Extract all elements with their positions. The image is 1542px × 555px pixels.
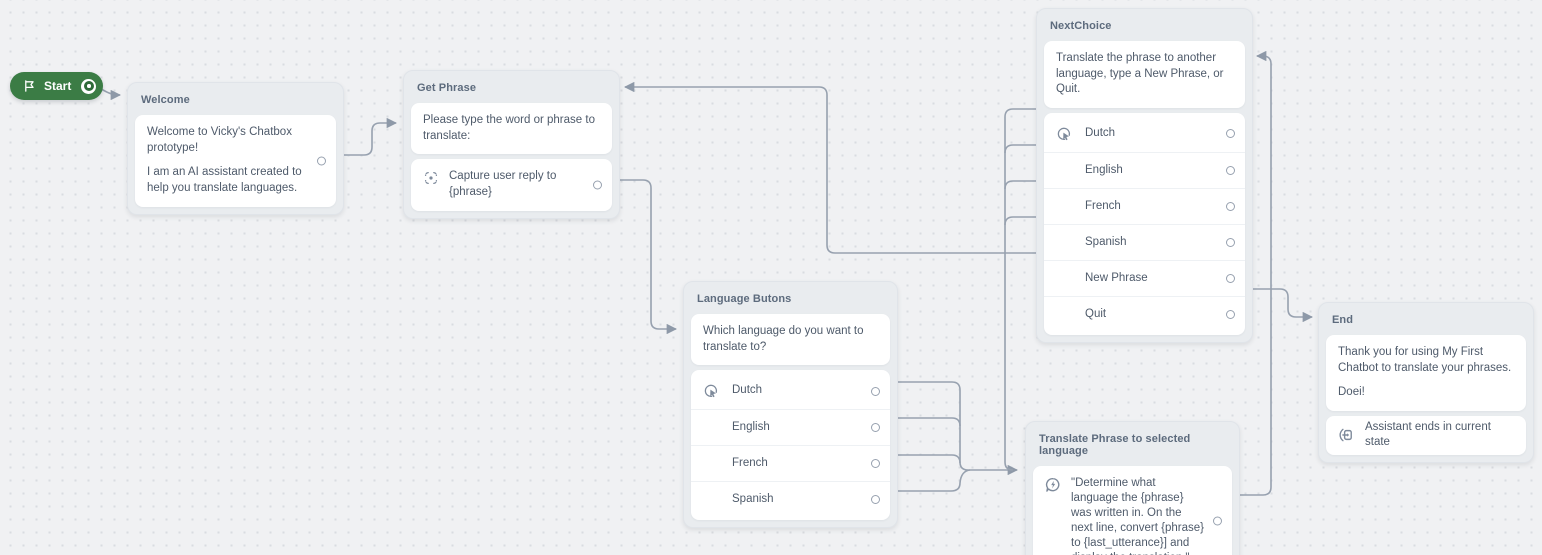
end-message-card[interactable]: Thank you for using My First Chatbot to … xyxy=(1326,335,1526,411)
welcome-message-card[interactable]: Welcome to Vicky's Chatbox prototype! I … xyxy=(135,115,336,207)
connector-nextchoice-english-merge[interactable] xyxy=(1004,144,1036,154)
port-dutch[interactable] xyxy=(871,386,880,396)
button-row-quit[interactable]: Quit xyxy=(1044,295,1245,332)
buttons-card: Dutch English French Spanish xyxy=(691,370,890,521)
button-label: Spanish xyxy=(732,492,774,505)
message-text: Translate the phrase to another language… xyxy=(1056,52,1224,96)
message-text: I am an AI assistant created to help you… xyxy=(147,166,302,194)
button-click-icon xyxy=(1057,127,1071,141)
ai-prompt-bubble-icon xyxy=(1045,478,1060,492)
button-row-dutch[interactable]: Dutch xyxy=(691,373,890,409)
node-end[interactable]: End Thank you for using My First Chatbot… xyxy=(1318,302,1534,463)
button-label: Dutch xyxy=(1085,127,1116,140)
end-state-label: Assistant ends in current state xyxy=(1365,420,1491,449)
button-label: English xyxy=(732,420,770,433)
port-dutch[interactable] xyxy=(1226,129,1235,139)
node-title: End xyxy=(1332,314,1354,326)
message-text: Welcome to Vicky's Chatbox prototype! xyxy=(147,126,292,154)
translate-output-port[interactable] xyxy=(1213,516,1222,526)
message-text: Which language do you want to translate … xyxy=(703,325,864,353)
start-label: Start xyxy=(44,79,72,93)
button-row-english[interactable]: English xyxy=(691,409,890,445)
button-label: New Phrase xyxy=(1085,271,1148,284)
port-spanish[interactable] xyxy=(1226,237,1235,247)
capture-target-icon xyxy=(424,172,438,185)
connector-nextchoice-dutch-loop[interactable] xyxy=(1004,108,1036,471)
connector-language-dutch-to-translate[interactable] xyxy=(881,381,1019,476)
port-quit[interactable] xyxy=(1226,309,1235,319)
start-node[interactable]: Start xyxy=(10,72,104,100)
button-row-dutch[interactable]: Dutch xyxy=(1044,116,1245,152)
port-french[interactable] xyxy=(1226,201,1235,211)
start-output-port[interactable] xyxy=(81,78,97,94)
node-title: Welcome xyxy=(141,94,190,106)
button-row-english[interactable]: English xyxy=(1044,151,1245,188)
node-title: NextChoice xyxy=(1050,20,1112,32)
button-label: French xyxy=(732,456,768,469)
capture-text: Capture user reply to {phrase} xyxy=(449,170,557,198)
connector-nextchoice-spanish-merge[interactable] xyxy=(1004,216,1036,226)
button-label: Dutch xyxy=(732,384,763,397)
node-language-butons[interactable]: Language Butons Which language do you wa… xyxy=(683,281,898,529)
port-spanish[interactable] xyxy=(871,495,880,505)
button-row-french[interactable]: French xyxy=(691,445,890,481)
button-row-new-phrase[interactable]: New Phrase xyxy=(1044,259,1245,296)
ai-prompt-card[interactable]: "Determine what language the {phrase} wa… xyxy=(1033,466,1232,555)
node-get-phrase[interactable]: Get Phrase Please type the word or phras… xyxy=(403,70,620,219)
ai-prompt-text: "Determine what language the {phrase} wa… xyxy=(1071,477,1204,555)
node-title: Language Butons xyxy=(697,293,792,305)
node-title: Translate Phrase to selected language xyxy=(1039,433,1191,457)
node-title: Get Phrase xyxy=(417,82,477,94)
buttons-card: Dutch English French Spanish New Phrase xyxy=(1044,112,1245,335)
message-text: Thank you for using My First Chatbot to … xyxy=(1338,346,1512,374)
node-welcome[interactable]: Welcome Welcome to Vicky's Chatbox proto… xyxy=(127,82,344,215)
capture-card[interactable]: Capture user reply to {phrase} xyxy=(411,159,612,211)
port-english[interactable] xyxy=(871,423,880,433)
capture-output-port[interactable] xyxy=(593,180,602,190)
button-row-spanish[interactable]: Spanish xyxy=(691,481,890,517)
message-text: Please type the word or phrase to transl… xyxy=(423,114,595,142)
welcome-output-port[interactable] xyxy=(317,156,326,166)
button-label: French xyxy=(1085,199,1121,212)
prompt-card[interactable]: Which language do you want to translate … xyxy=(691,314,890,366)
button-click-icon xyxy=(704,384,718,398)
exit-state-icon xyxy=(1339,429,1352,442)
end-state-row[interactable]: Assistant ends in current state xyxy=(1326,419,1526,452)
button-row-spanish[interactable]: Spanish xyxy=(1044,223,1245,260)
button-row-french[interactable]: French xyxy=(1044,187,1245,224)
port-english[interactable] xyxy=(1226,165,1235,175)
node-nextchoice[interactable]: NextChoice Translate the phrase to anoth… xyxy=(1036,8,1253,343)
connector-nextchoice-french-merge[interactable] xyxy=(1004,180,1036,190)
node-translate-phrase[interactable]: Translate Phrase to selected language "D… xyxy=(1025,421,1240,555)
end-state-card[interactable]: Assistant ends in current state xyxy=(1326,415,1526,455)
prompt-card[interactable]: Translate the phrase to another language… xyxy=(1044,41,1245,108)
port-new-phrase[interactable] xyxy=(1226,273,1235,283)
port-french[interactable] xyxy=(871,459,880,469)
message-text: Doei! xyxy=(1338,386,1365,399)
button-label: Spanish xyxy=(1085,235,1127,248)
button-label: English xyxy=(1085,163,1123,176)
button-label: Quit xyxy=(1085,307,1107,320)
flag-icon xyxy=(25,80,34,92)
connector-newphrase-to-getphrase[interactable] xyxy=(623,81,1036,254)
prompt-card[interactable]: Please type the word or phrase to transl… xyxy=(411,103,612,155)
